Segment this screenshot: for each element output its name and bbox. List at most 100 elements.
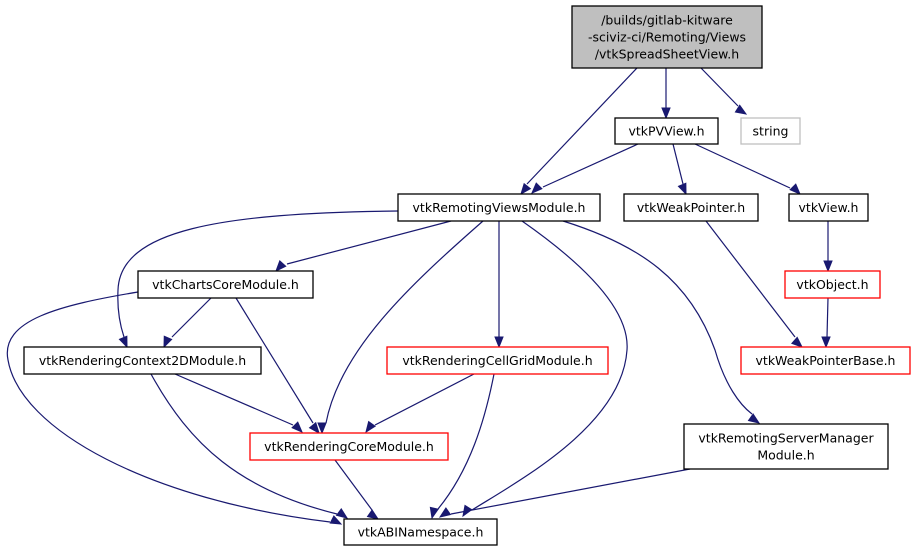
node-box bbox=[249, 432, 449, 461]
edge-line bbox=[694, 143, 791, 189]
edge-root-to-remviews bbox=[520, 67, 638, 196]
arrowhead-icon bbox=[163, 335, 173, 349]
edge-line bbox=[325, 220, 484, 424]
arrowhead-icon bbox=[438, 507, 452, 518]
edge-remsm-to-abi bbox=[438, 468, 691, 518]
arrowhead-icon bbox=[823, 260, 833, 273]
arrowhead-icon bbox=[791, 336, 804, 348]
edge-line bbox=[6, 291, 331, 523]
arrowhead-icon bbox=[291, 421, 303, 433]
edge-line bbox=[117, 210, 399, 338]
node-label: -sciviz-ci/Remoting/Views bbox=[588, 30, 746, 45]
edge-remviews-to-ctx2d bbox=[117, 210, 399, 349]
node-box bbox=[740, 117, 801, 145]
edge-weakptr-to-weakbase bbox=[705, 220, 804, 348]
arrowhead-icon bbox=[365, 420, 377, 434]
arrowhead-icon bbox=[661, 107, 671, 120]
arrowhead-icon bbox=[789, 183, 801, 195]
node-box bbox=[571, 5, 763, 69]
edge-pvview-to-remviews bbox=[531, 143, 639, 194]
node-pvview[interactable]: vtkPVView.h bbox=[614, 117, 719, 145]
node-label: vtkWeakPointer.h bbox=[637, 200, 745, 215]
edge-line bbox=[450, 468, 691, 515]
node-string: string bbox=[740, 117, 801, 145]
arrowhead-icon bbox=[494, 336, 504, 349]
edge-line bbox=[672, 143, 684, 185]
node-box bbox=[784, 270, 881, 299]
node-label: vtkChartsCoreModule.h bbox=[152, 277, 299, 292]
edge-ctx2d-to-rcore bbox=[174, 373, 303, 433]
edge-root-to-pvview bbox=[661, 68, 671, 120]
edge-remviews-to-remsm bbox=[562, 220, 761, 424]
node-label: vtkRenderingContext2DModule.h bbox=[39, 353, 246, 368]
node-label: vtkView.h bbox=[799, 200, 859, 215]
node-label: Module.h bbox=[757, 448, 814, 463]
arrowhead-icon bbox=[520, 182, 532, 196]
node-label: vtkRemotingServerManager bbox=[698, 431, 874, 446]
edge-cellgrid-to-rcore bbox=[365, 373, 475, 434]
node-label: vtkWeakPointerBase.h bbox=[756, 353, 896, 368]
node-box bbox=[386, 346, 609, 375]
edge-line bbox=[437, 373, 495, 510]
edge-rcore-to-abi bbox=[334, 459, 380, 520]
arrowhead-icon bbox=[275, 260, 287, 272]
node-ctx2d[interactable]: vtkRenderingContext2DModule.h bbox=[23, 346, 262, 375]
node-root: /builds/gitlab-kitware -sciviz-ci/Remotin… bbox=[571, 5, 763, 69]
arrowhead-icon bbox=[317, 422, 327, 435]
node-view[interactable]: vtkView.h bbox=[788, 193, 869, 222]
node-label: vtkABINamespace.h bbox=[358, 525, 484, 540]
arrowhead-icon bbox=[118, 335, 128, 349]
edge-line bbox=[235, 297, 314, 424]
edge-line bbox=[334, 459, 373, 511]
node-charts[interactable]: vtkChartsCoreModule.h bbox=[137, 270, 314, 299]
arrowhead-icon bbox=[429, 506, 439, 520]
node-label: vtkRenderingCellGridModule.h bbox=[402, 353, 592, 368]
edge-charts-to-ctx2d bbox=[163, 297, 212, 349]
arrowhead-icon bbox=[677, 182, 687, 196]
arrowhead-icon bbox=[531, 182, 543, 194]
nodes-layer: /builds/gitlab-kitware -sciviz-ci/Remotin… bbox=[23, 5, 911, 546]
edge-line bbox=[705, 220, 796, 338]
node-rcore[interactable]: vtkRenderingCoreModule.h bbox=[249, 432, 449, 461]
edge-root-to-string bbox=[700, 67, 748, 115]
node-cellgrid[interactable]: vtkRenderingCellGridModule.h bbox=[386, 346, 609, 375]
edge-pvview-to-view bbox=[694, 143, 801, 195]
node-box bbox=[137, 270, 314, 299]
node-weakptr[interactable]: vtkWeakPointer.h bbox=[623, 193, 759, 222]
edge-line bbox=[700, 67, 739, 107]
edge-ctx2d-to-abi bbox=[150, 373, 349, 519]
edge-charts-to-abi bbox=[6, 291, 343, 525]
node-label: vtkPVView.h bbox=[628, 124, 704, 139]
arrowhead-icon bbox=[366, 509, 380, 520]
node-label: vtkRenderingCoreModule.h bbox=[264, 439, 434, 454]
node-label: /vtkSpreadSheetView.h bbox=[595, 47, 739, 62]
edge-line bbox=[174, 373, 294, 426]
edge-charts-to-rcore bbox=[235, 297, 320, 435]
edge-remviews-to-charts bbox=[275, 220, 452, 272]
edge-line bbox=[171, 297, 212, 338]
edges-layer bbox=[6, 67, 833, 525]
arrowhead-icon bbox=[734, 104, 748, 115]
node-weakbase[interactable]: vtkWeakPointerBase.h bbox=[740, 346, 911, 375]
node-box bbox=[623, 193, 759, 222]
node-label: vtkRemotingViewsModule.h bbox=[413, 200, 586, 215]
edge-line bbox=[471, 220, 628, 511]
node-box bbox=[683, 423, 889, 470]
node-box bbox=[397, 193, 601, 222]
node-abi[interactable]: vtkABINamespace.h bbox=[343, 518, 498, 546]
arrowhead-icon bbox=[329, 515, 343, 525]
edge-line bbox=[150, 373, 338, 515]
edge-object-to-weakbase bbox=[821, 297, 831, 349]
node-box bbox=[740, 346, 911, 375]
edge-line bbox=[826, 297, 829, 338]
edge-line bbox=[562, 220, 753, 415]
edge-line bbox=[374, 373, 475, 426]
node-box bbox=[23, 346, 262, 375]
arrowhead-icon bbox=[335, 507, 349, 519]
node-label: /builds/gitlab-kitware bbox=[601, 13, 733, 28]
node-object[interactable]: vtkObject.h bbox=[784, 270, 881, 299]
edge-remviews-to-cellgrid bbox=[494, 221, 504, 349]
node-remviews[interactable]: vtkRemotingViewsModule.h bbox=[397, 193, 601, 222]
